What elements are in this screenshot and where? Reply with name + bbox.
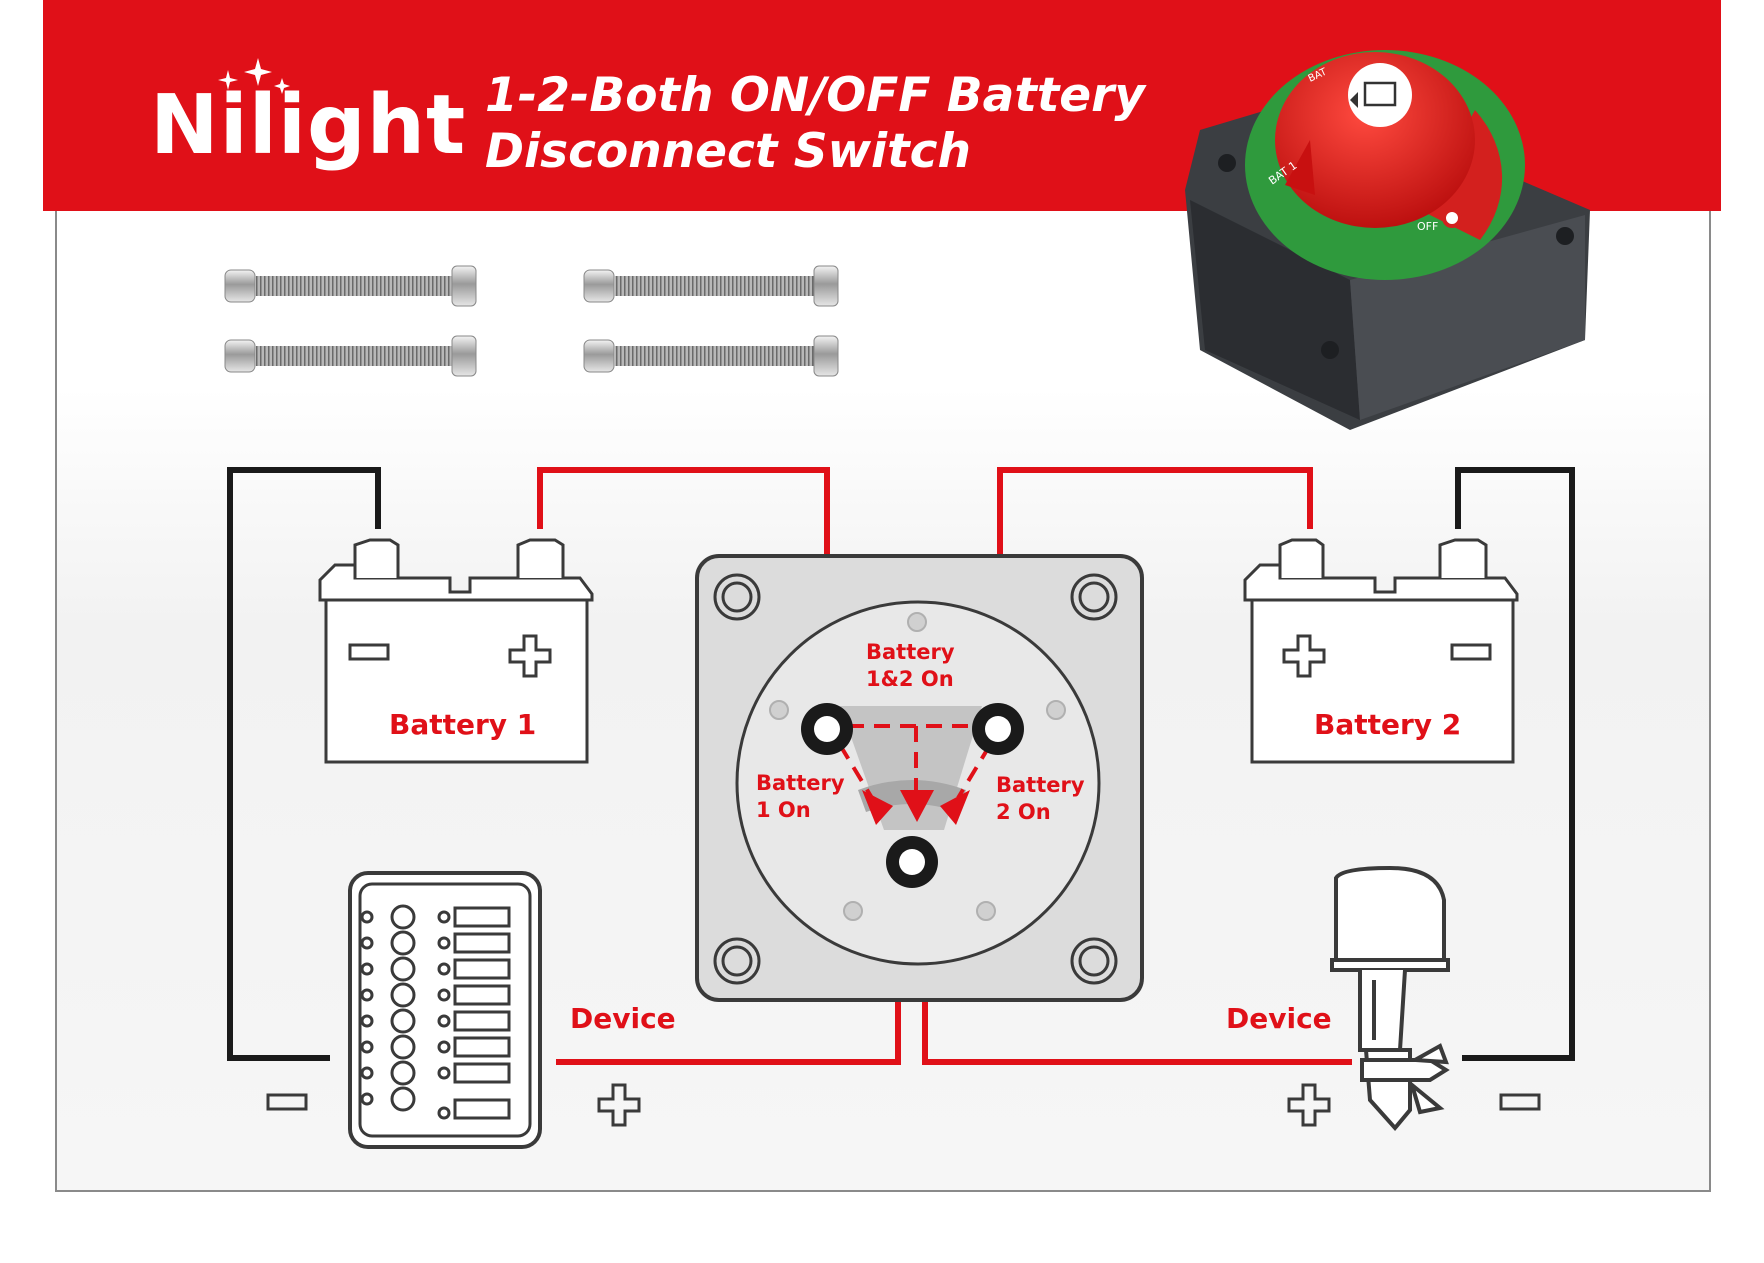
screw-icon: [224, 265, 477, 307]
brand-logo: Nilight: [150, 78, 467, 173]
fuse-panel-icon: [348, 871, 542, 1149]
page-title-line-1: 1-2-Both ON/OFF Battery: [485, 68, 1145, 123]
dial-label-off: OFF: [1417, 220, 1438, 233]
battery2-negative-wire: [1455, 467, 1575, 1061]
bat1-on-label-line-1: Battery: [756, 771, 845, 795]
battery-switch-photo: OFF BAT BAT 1: [1185, 50, 1590, 430]
minus-icon: [1499, 1093, 1541, 1111]
battery-2-label: Battery 2: [1314, 708, 1462, 741]
outboard-motor-icon: [1330, 865, 1450, 1132]
both-on-label-line-2: 1&2 On: [866, 667, 954, 691]
terminal-battery-2: [972, 703, 1024, 755]
page-title-line-2: Disconnect Switch: [485, 124, 971, 179]
minus-icon: [266, 1093, 308, 1111]
bat2-on-label-line-1: Battery: [996, 773, 1085, 797]
screw-icon: [224, 335, 477, 377]
device-left-label: Device: [570, 1002, 676, 1035]
screw-icon: [583, 265, 839, 307]
both-on-label-line-1: Battery: [866, 640, 955, 664]
device-right-label: Device: [1226, 1002, 1332, 1035]
negative-wires: [227, 467, 1575, 1061]
bat1-on-label-line-2: 1 On: [756, 798, 811, 822]
battery-icon: [1348, 63, 1412, 127]
plus-icon: [1287, 1083, 1331, 1127]
battery-1-label: Battery 1: [389, 708, 537, 741]
switch-panel: [695, 554, 1144, 1002]
battery-1-icon: [318, 538, 594, 764]
plus-icon: [597, 1083, 641, 1127]
terminal-battery-1: [801, 703, 853, 755]
screw-icon: [583, 335, 839, 377]
terminal-common: [886, 836, 938, 888]
sparkle-icon: [218, 58, 290, 94]
battery-2-icon: [1243, 538, 1519, 764]
mounting-screws: [224, 265, 839, 377]
bat2-on-label-line-2: 2 On: [996, 800, 1051, 824]
battery1-negative-wire: [227, 467, 381, 1061]
